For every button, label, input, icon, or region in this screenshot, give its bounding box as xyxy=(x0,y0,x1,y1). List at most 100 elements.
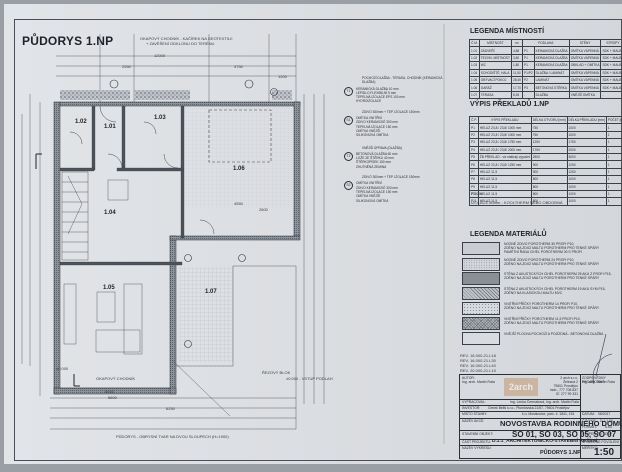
cell: SCHODIŠTĚ, HALA xyxy=(479,69,511,76)
cell: 800 xyxy=(531,176,567,183)
note-t2-heading: VNĚJŠÍ ÚPRAVA (DLAŽBA) xyxy=(362,146,454,150)
material-item: VNITŘNÍ PŘÍČKY POROTHERM 11,5 PROFI P10,… xyxy=(462,317,622,331)
col-header: POČET [ks] xyxy=(606,117,622,124)
cell: ŽB PŘEKLAD - viz statický výpočet xyxy=(478,153,531,160)
material-line: ZDĚNO NA ZDICÍ MALTU POROTHERM PRO TENKÉ… xyxy=(504,306,622,310)
material-line: VNĚJŠÍ PLOCHA POCHOZÍ A POJÍZDNÁ - BETON… xyxy=(504,332,622,336)
material-text: NOSNÉ ZDIVO POROTHERM 30 PROFI P10, ZDĚN… xyxy=(504,242,622,255)
cell: 1.04 xyxy=(470,69,480,76)
cell: 1000 xyxy=(567,190,606,197)
cell: 750 xyxy=(531,124,567,131)
cell: OBKLAD + OMÍTKA xyxy=(569,62,601,69)
material-item: VNĚJŠÍ PLOCHA POCHOZÍ A POJÍZDNÁ - BETON… xyxy=(462,332,622,346)
material-item: STĚNA Z AKUSTICKÝCH CIHEL POROTHERM 19 A… xyxy=(462,287,622,301)
address-line: IČ: 277 99 331 xyxy=(546,392,578,396)
cell: HELUZ 23,8 / 23,8/ 1000 mm xyxy=(478,124,531,131)
cell: 1 xyxy=(606,146,622,153)
cell: P3 xyxy=(522,84,534,91)
note-s2-mark: S2 xyxy=(344,181,353,190)
cell: 4,86 xyxy=(511,47,522,54)
cell: 1 xyxy=(606,153,622,160)
sheet-name: PŮDORYS 1.NP xyxy=(540,450,581,456)
cell: 3000 xyxy=(567,153,606,160)
cell: KERAMICKÁ DLAŽBA xyxy=(534,54,569,61)
cell: LAMINÁT xyxy=(534,76,569,83)
cell: 1 xyxy=(606,190,622,197)
table-header-row: Č.M. MÍSTNOST m² PODLAHA STĚNY STROPY PO… xyxy=(470,40,622,47)
legend-rooms-table: Č.M. MÍSTNOST m² PODLAHA STĚNY STROPY PO… xyxy=(469,39,622,99)
cell: - xyxy=(601,91,622,98)
col-header: PODLAHA xyxy=(522,40,569,47)
cell: P1 xyxy=(522,62,534,69)
note-s1-mark: S1 xyxy=(344,116,353,125)
cell: HELUZ 11,5 xyxy=(478,168,531,175)
format-value: 5 A4 xyxy=(605,425,612,429)
cell: SDK + MALBA xyxy=(601,69,622,76)
cell: 800 xyxy=(531,190,567,197)
room-label-1.03: 1.03 xyxy=(154,115,166,121)
cell: 1.05 xyxy=(470,76,480,83)
cell: P3 xyxy=(470,139,479,146)
part-label: ČÁST PROJEKTU: xyxy=(462,440,491,444)
cell: OMÍTKA VÁPENNÁ xyxy=(569,69,601,76)
cell: OBÝVACÍ POKOJ xyxy=(479,76,511,83)
material-item: NOSNÉ ZDIVO POROTHERM 24 PROFI P10, ZDĚN… xyxy=(462,258,622,272)
room-label-1.07: 1.07 xyxy=(205,289,217,295)
cell: P7 xyxy=(470,168,479,175)
revision-list: REV. 16.000-21.L18 REV. 16.000-21.L30 RE… xyxy=(460,353,496,373)
cell: 1.01 xyxy=(470,47,480,54)
dim-4: 4550 xyxy=(234,201,243,206)
cell: DLAŽBA xyxy=(534,91,569,98)
cell: OMÍTKA VÁPENNÁ xyxy=(569,54,601,61)
firm-logo: 2arch xyxy=(504,378,538,396)
cell: 900 xyxy=(531,161,567,168)
label-pudorys-obrysni: PŮDORYS - OBRYSNÍ TVAR NA DVOU SLOUPECH … xyxy=(116,434,229,439)
cell: 1750 xyxy=(531,146,567,153)
reference-value: SPOLEČNÉ POVOLENÍ xyxy=(582,440,619,444)
legend-rooms-title: LEGENDA MÍSTNOSTÍ xyxy=(470,28,544,35)
note-line: ZHUTNĚNÁ ZEMINA xyxy=(356,165,397,169)
cell: 1000 xyxy=(567,124,606,131)
title-block: AUTOR: Ing. arch. Martin Fiala 2arch 2 a… xyxy=(459,374,621,459)
stage-label: STUPEŇ PD: xyxy=(582,432,602,436)
scale-value: 1:50 xyxy=(594,447,614,458)
room-label-1.05: 1.05 xyxy=(103,285,115,291)
note-t1-heading: POCHOZÍ DLAŽBA - TERASA, CHODNÍK (KERAMI… xyxy=(362,76,454,85)
col-header: m² xyxy=(511,40,522,47)
cell: 1,80 xyxy=(511,62,522,69)
label-rezovy-blok: ŘEZOVÝ BLOK xyxy=(262,370,290,375)
cell: VNĚJŠÍ OMÍTKA xyxy=(569,91,601,98)
room-label-1.02: 1.02 xyxy=(75,119,87,125)
cell: P2 xyxy=(470,131,479,138)
cell: HELUZ 11,5 xyxy=(478,190,531,197)
material-line: PAMĚTNÍ ŘADA CIHEL POROTHERM 30 S PROFI xyxy=(504,250,622,254)
col-header: VÝPIS PŘEKLADU xyxy=(478,117,531,124)
cell: P2 xyxy=(522,76,534,83)
project-label: NÁZEV AKCE: xyxy=(462,419,484,423)
cell: 1 xyxy=(606,176,622,183)
col-header: STĚNY xyxy=(569,40,601,47)
cell: P1 xyxy=(522,54,534,61)
note-t1-mark: T1 xyxy=(344,87,353,96)
format-label: FORMÁT: xyxy=(582,425,597,429)
note-line: SILIKONOVÁ OMÍTKA xyxy=(356,199,398,203)
cell: 900 xyxy=(531,168,567,175)
cell: 1 xyxy=(606,168,622,175)
material-line: ZDĚNO NA ZDICÍ MALTU POROTHERM PRO TENKÉ… xyxy=(504,276,622,280)
dim-6: 6650 xyxy=(105,389,114,394)
material-item: VNITŘNÍ PŘÍČKY POROTHERM 14 PROFI P10, Z… xyxy=(462,302,622,316)
cell: P1 xyxy=(522,47,534,54)
drawn-value: Ing. Lenka Čermaková, Ing. arch. Martin … xyxy=(510,400,579,404)
material-text: VNITŘNÍ PŘÍČKY POROTHERM 14 PROFI P10, Z… xyxy=(504,302,622,310)
pattern-dots-swatch xyxy=(462,258,500,271)
cell: HELUZ 23,8 / 23,8/ 2000 mm xyxy=(478,146,531,153)
investor-label: INVESTOR: xyxy=(462,406,480,410)
